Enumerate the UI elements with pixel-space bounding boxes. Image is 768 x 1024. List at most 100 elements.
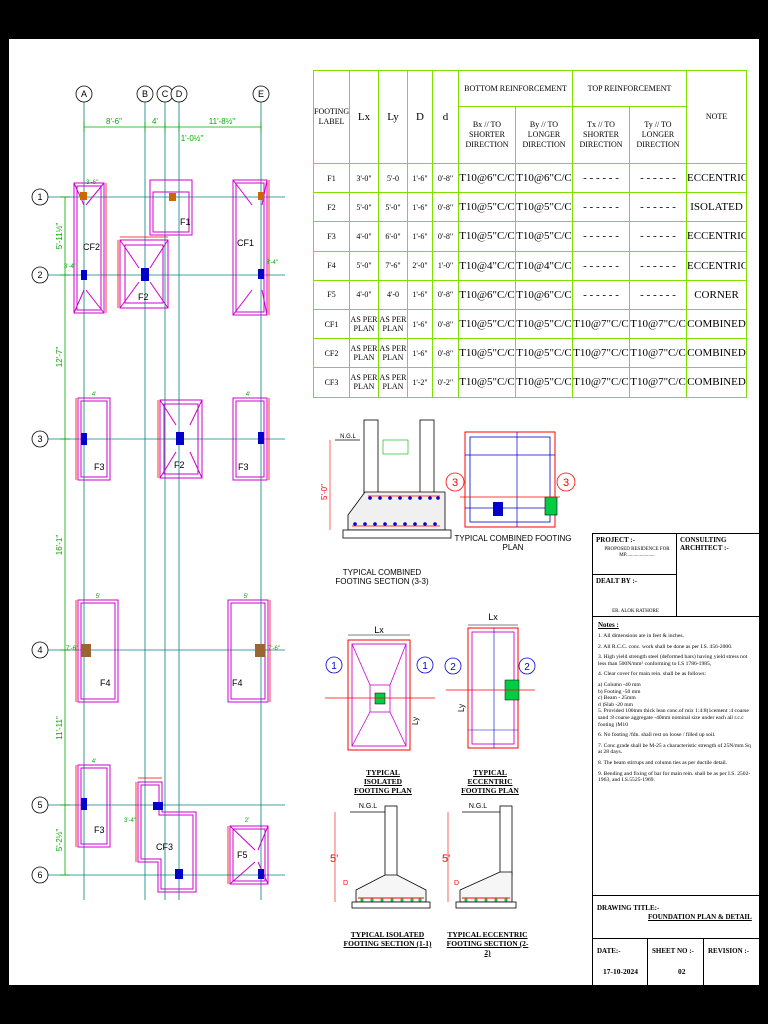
footing-cf1 <box>232 179 268 316</box>
schedule-cell-tx: T10@7"C/C <box>572 367 630 398</box>
schedule-cell-label: F3 <box>313 221 350 252</box>
footing-details: N.G.L 5'-0" 3 3 Lx <box>320 419 576 909</box>
schedule-cell-d: 1'-6" <box>407 192 433 223</box>
grid-label-3: 3 <box>37 434 42 444</box>
header-d-big: D <box>407 70 433 164</box>
schedule-cell-bx: T10@5"C/C <box>458 308 516 340</box>
schedule-cell-ly: AS PER PLAN <box>378 308 408 340</box>
schedule-cell-by: T10@6"C/C <box>515 162 573 194</box>
row-grid-bubbles <box>31 188 49 884</box>
grid-label-b: B <box>142 89 148 99</box>
schedule-cell-by: T10@5"C/C <box>515 367 573 398</box>
grid-label-4: 4 <box>37 645 42 655</box>
side-dim-3: 3'-4" <box>266 260 278 266</box>
schedule-cell-bx: T10@6"C/C <box>458 162 516 194</box>
date-label: DATE:- <box>597 947 621 955</box>
section-mark-2-right: 2 <box>524 662 530 673</box>
note-item: 9. Bending and fixing of bar for main re… <box>598 770 751 784</box>
header-ly: Ly <box>378 70 408 164</box>
schedule-cell-lx: 5'-0" <box>349 250 379 281</box>
schedule-cell-label: CF3 <box>313 367 350 398</box>
caption-isolated-section: TYPICAL ISOLATED FOOTING SECTION (1-1) <box>343 930 432 948</box>
label-cf3: CF3 <box>156 842 173 852</box>
side-dim-8: 5' <box>96 594 100 600</box>
schedule-cell-note: COMBINED <box>686 308 748 340</box>
header-d-small: d <box>432 70 459 164</box>
label-f3-row5: F3 <box>94 825 105 835</box>
schedule-cell-bx: T10@5"C/C <box>458 338 516 369</box>
note-item: 8. The beam stirrups and column ties as … <box>598 759 728 766</box>
caption-combined-section: TYPICAL COMBINED FOOTING SECTION (3-3) <box>335 568 429 586</box>
schedule-cell-tx: - - - - - - <box>572 250 630 281</box>
ngl-label-combined: N.G.L <box>340 434 356 440</box>
isolated-depth-label: 5' <box>330 853 338 865</box>
side-dim-7: 7'-6" <box>268 646 280 652</box>
top-dimension-line <box>83 122 262 132</box>
footing-edge-dimensions <box>75 180 271 884</box>
schedule-cell-ty: - - - - - - <box>628 250 688 281</box>
dim-4-5: 11'-11" <box>55 716 64 740</box>
schedule-cell-note: ISOLATED <box>686 192 748 223</box>
schedule-cell-d: 1'-6" <box>407 221 433 252</box>
revision-box: REVISION :- <box>703 938 760 986</box>
schedule-cell-by: T10@5"C/C <box>515 192 573 223</box>
note-item: c) Beam - 25mm <box>598 695 636 702</box>
schedule-cell-lx: AS PER PLAN <box>349 308 379 340</box>
label-f2-row3: F2 <box>174 460 185 470</box>
label-cf1: CF1 <box>237 238 254 248</box>
combined-depth-label: 5'-0" <box>320 484 329 500</box>
dealt-label: DEALT BY :- <box>596 577 637 585</box>
section-mark-3-right: 3 <box>563 477 569 489</box>
grid-label-2: 2 <box>37 270 42 280</box>
schedule-cell-d: 2'-0" <box>407 250 433 281</box>
grid-label-c: C <box>162 89 169 99</box>
schedule-cell-ly: 4'-0 <box>378 279 408 310</box>
schedule-cell-by: T10@6"C/C <box>515 279 573 310</box>
note-item: 1. All dimensions are in feet & inches. <box>598 633 684 639</box>
caption-eccentric-plan: TYPICAL ECCENTRIC FOOTING PLAN <box>461 768 519 795</box>
schedule-cell-tx: - - - - - - <box>572 279 630 310</box>
label-f5: F5 <box>237 850 248 860</box>
dim-2-3: 12'-7" <box>55 347 64 368</box>
footing-f2-row2 <box>119 239 169 309</box>
header-bottom-reinforcement: BOTTOM REINFORCEMENT <box>458 70 573 107</box>
schedule-cell-d: 0'-8" <box>432 162 459 194</box>
label-f4-a: F4 <box>100 678 111 688</box>
side-dim-12: 2' <box>245 818 249 824</box>
left-dimension-line <box>60 196 70 876</box>
header-top-reinforcement: TOP REINFORCEMENT <box>571 70 688 107</box>
schedule-cell-ty: - - - - - - <box>628 162 688 194</box>
sheet-value: 02 <box>678 967 686 976</box>
isolated-footing-plan: Lx 1 1 Ly <box>325 625 435 751</box>
schedule-cell-note: CORNER <box>686 279 748 310</box>
note-item: 7. Conc.grade shall be M-25 a characteri… <box>598 742 751 756</box>
schedule-cell-ly: 5'-0 <box>378 162 408 194</box>
label-f3-e3: F3 <box>238 462 249 472</box>
eccentric-d-label: D <box>454 880 459 887</box>
column-grid-bubbles <box>75 85 270 103</box>
schedule-cell-label: F2 <box>313 192 350 223</box>
foundation-plan: A B C D E 1 2 3 4 5 6 8'-6" 4' 1'-0½" 11… <box>31 85 285 900</box>
note-item: a) Column -40 mm <box>598 681 641 688</box>
drawing-title-box: DRAWING TITLE:- FOUNDATION PLAN & DETAIL <box>592 895 760 939</box>
combined-footing-section: N.G.L 5'-0" <box>320 419 452 539</box>
architect-box: CONSULTING ARCHITECT :- <box>676 533 760 617</box>
schedule-cell-ty: T10@7"C/C <box>628 367 688 398</box>
header-ty: Ty // TO LONGER DIRECTION <box>628 106 688 164</box>
side-dim-11: 3'-4" <box>124 818 136 824</box>
note-item: 5. Provided 100mm thick lean conc.of mix… <box>598 708 749 728</box>
schedule-cell-ty: T10@7"C/C <box>628 308 688 340</box>
notes-list: 1. All dimensions are in feet & inches.2… <box>598 633 755 788</box>
grid-label-5: 5 <box>37 800 42 810</box>
schedule-cell-bx: T10@4"C/C <box>458 250 516 281</box>
schedule-cell-d: 0'-8" <box>432 192 459 223</box>
schedule-cell-d: 1'-0" <box>432 250 459 281</box>
project-box: PROJECT :- PROPOSED RESIDENCE FOR MP....… <box>592 533 677 575</box>
project-label: PROJECT :- <box>596 536 635 544</box>
schedule-cell-note: ECCENTRIC <box>686 162 748 194</box>
side-dim-1: 3'-6" <box>86 180 98 186</box>
project-value: PROPOSED RESIDENCE FOR MP...............… <box>604 547 670 558</box>
